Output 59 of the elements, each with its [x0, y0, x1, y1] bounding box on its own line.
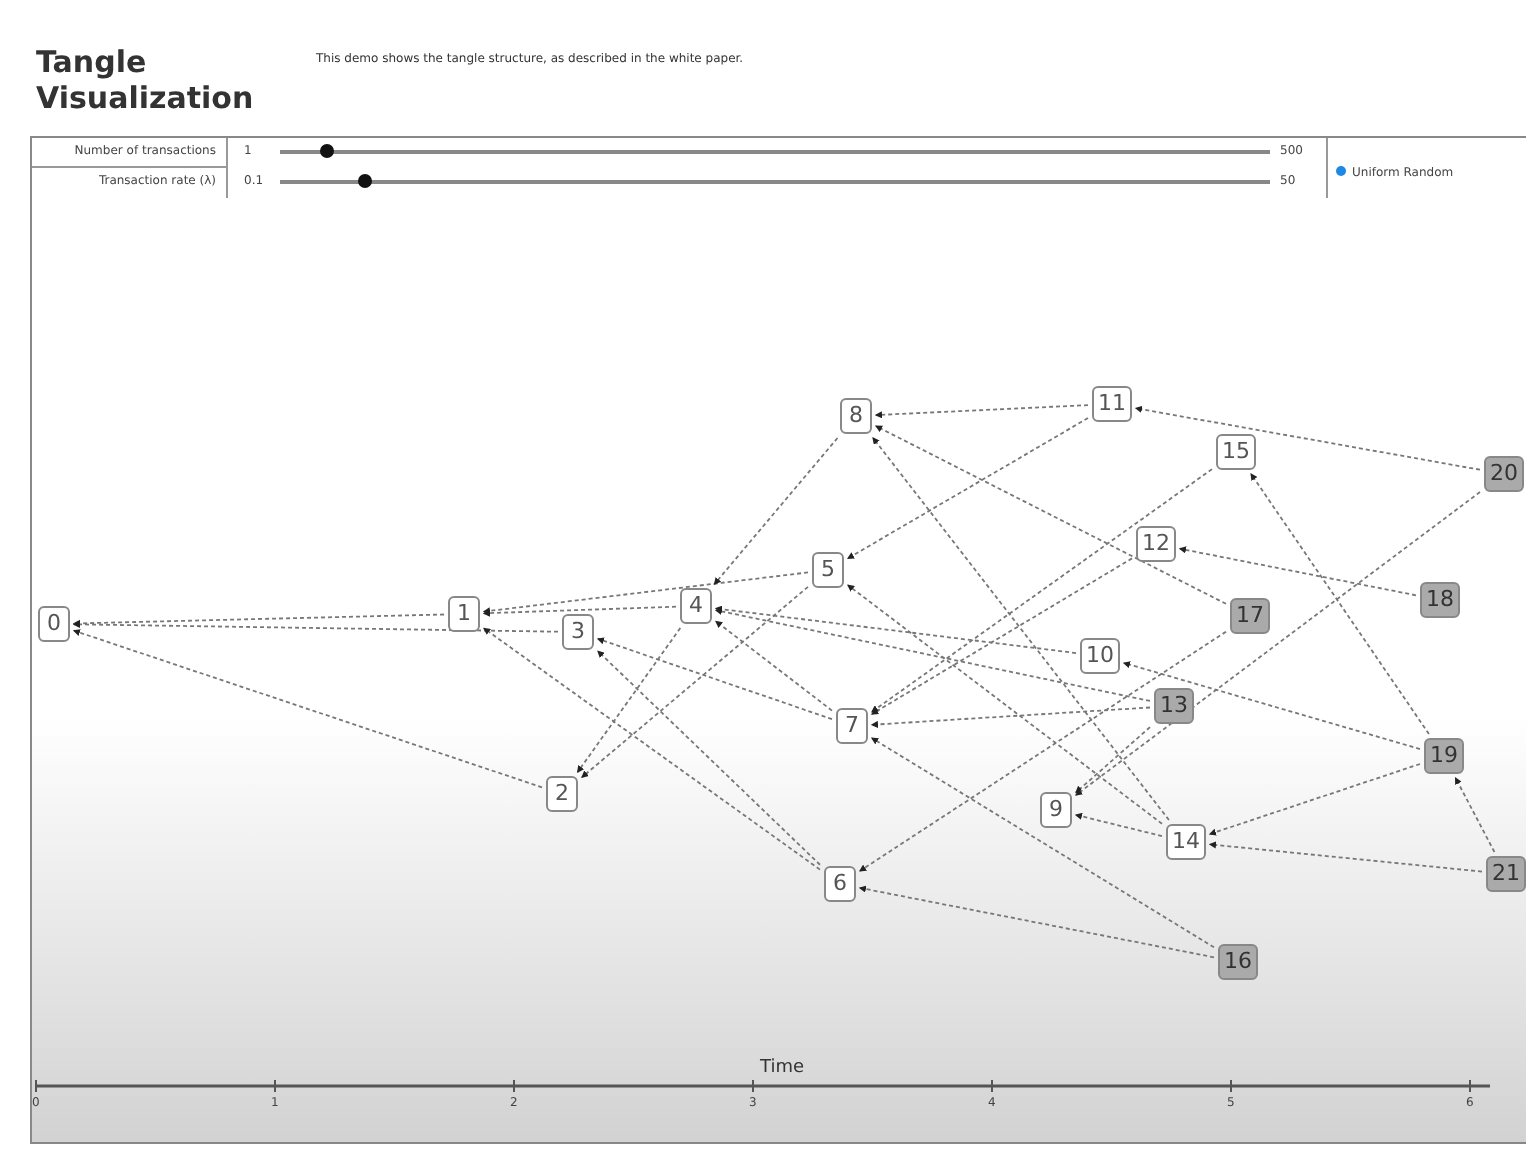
arrow: [482, 605, 677, 617]
arrow: [874, 404, 1089, 419]
transaction-node: 17: [1230, 598, 1270, 634]
arrow: [1454, 776, 1496, 853]
arrow: [714, 607, 1151, 702]
arrow: [72, 613, 445, 627]
arrow: [714, 605, 1077, 654]
arrow: [1074, 812, 1163, 837]
arrow: [1178, 546, 1417, 597]
arrow: [483, 627, 821, 871]
arrow: [871, 468, 1213, 713]
arrow: [1122, 661, 1421, 750]
transaction-node: 0: [38, 606, 70, 642]
transaction-node: 9: [1040, 792, 1072, 828]
arrow: [871, 737, 1215, 949]
arrow: [597, 650, 821, 866]
arrow: [576, 627, 682, 773]
transaction-node: 15: [1216, 434, 1256, 470]
transaction-node: 2: [546, 776, 578, 812]
transaction-node: 4: [680, 588, 712, 624]
transaction-node: 12: [1136, 526, 1176, 562]
arrow: [874, 425, 1227, 605]
transaction-node: 19: [1424, 738, 1464, 774]
transaction-node: 21: [1486, 856, 1526, 892]
arrow: [1208, 841, 1483, 873]
transaction-node: 18: [1420, 582, 1460, 618]
axis-title: Time: [760, 1058, 805, 1078]
arrow: [847, 584, 1163, 825]
arrow: [581, 585, 809, 779]
arrow: [1208, 763, 1421, 836]
transaction-node: 16: [1218, 944, 1258, 980]
transaction-node: 11: [1092, 386, 1132, 422]
arrow: [1075, 491, 1481, 796]
arrow: [72, 620, 559, 633]
arrow: [859, 630, 1227, 872]
arrow: [1134, 405, 1481, 471]
transaction-node: 7: [836, 708, 868, 744]
transaction-node: 14: [1166, 824, 1206, 860]
arrow: [713, 437, 839, 585]
transaction-node: 8: [840, 398, 872, 434]
transaction-node: 5: [812, 552, 844, 588]
arrow: [72, 629, 543, 789]
arrow: [870, 706, 1151, 728]
page-title: Tangle Visualization: [36, 44, 256, 116]
transaction-node: 3: [562, 614, 594, 650]
transaction-node: 13: [1154, 688, 1194, 724]
arrow: [715, 620, 833, 712]
arrow: [858, 885, 1215, 959]
transaction-node: 6: [824, 866, 856, 902]
arrow: [1075, 726, 1151, 794]
transaction-node: 10: [1080, 638, 1120, 674]
transaction-node: 1: [448, 596, 480, 632]
arrow: [1250, 473, 1430, 735]
arrow: [872, 437, 1170, 821]
arrow: [846, 417, 1089, 560]
arrow: [870, 557, 1133, 715]
arrow: [596, 637, 833, 721]
transaction-node: 20: [1484, 456, 1524, 492]
arrow: [482, 571, 809, 615]
